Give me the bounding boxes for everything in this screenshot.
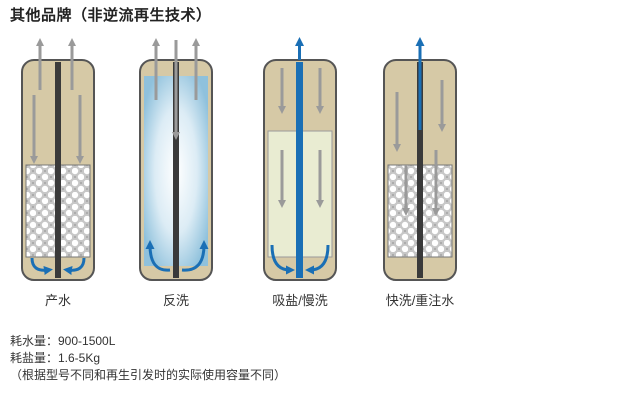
- notes-block: 耗水量：900-1500L 耗盐量：1.6-5Kg （根据型号不同和再生引发时的…: [10, 333, 286, 384]
- stage-label-brine: 吸盐/慢洗: [272, 293, 328, 308]
- tank-rinse: [383, 37, 457, 281]
- blue-flow-arrow: [145, 240, 171, 272]
- blue-flow-arrow: [63, 257, 86, 275]
- tank-service: [21, 38, 95, 281]
- remark-note: （根据型号不同和再生引发时的实际使用容量不同）: [10, 368, 287, 382]
- blue-flow-arrow: [181, 240, 209, 272]
- center-tube: [296, 62, 303, 278]
- stage-label-service: 产水: [44, 293, 71, 308]
- blue-flow-arrow: [270, 244, 295, 275]
- stage-label-backwash: 反洗: [162, 293, 189, 308]
- center-tube: [173, 62, 179, 278]
- salt-consumption: 耗盐量：1.6-5Kg: [10, 351, 101, 365]
- blue-flow-arrow: [30, 257, 53, 275]
- tank-backwash: [139, 38, 213, 281]
- center-tube: [417, 62, 423, 278]
- water-consumption: 耗水量：900-1500L: [10, 334, 116, 348]
- tank-brine: [263, 37, 337, 281]
- page-title: 其他品牌（非逆流再生技术）: [10, 7, 212, 24]
- stage-label-rinse: 快洗/重注水: [385, 293, 455, 308]
- blue-flow-arrow: [305, 244, 330, 275]
- center-tube: [55, 62, 61, 278]
